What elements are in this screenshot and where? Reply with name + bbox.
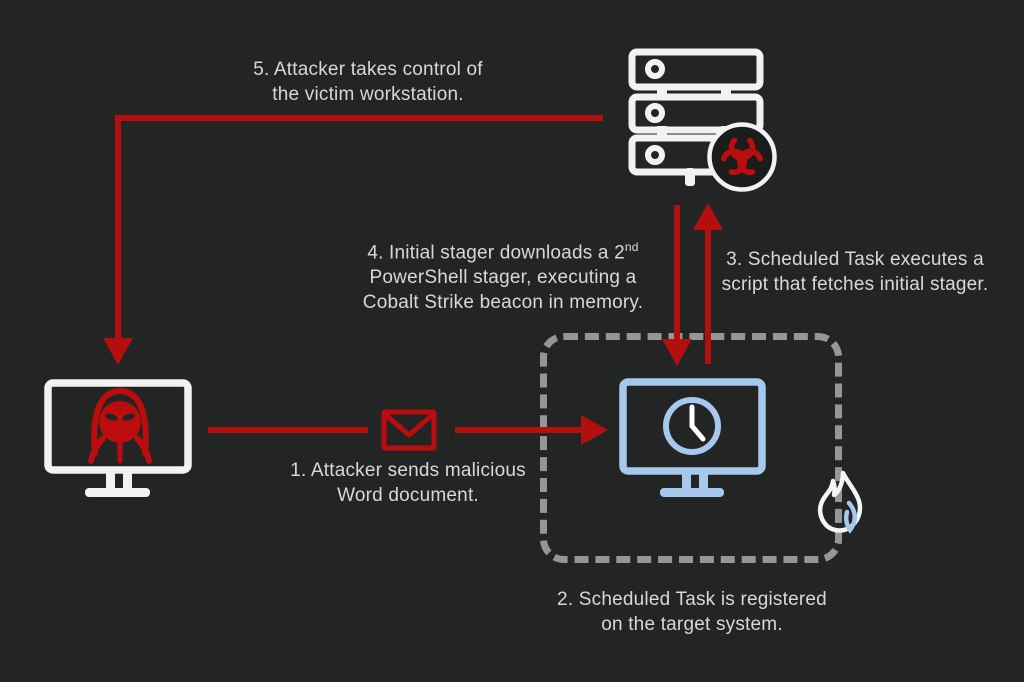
flame-icon (817, 470, 863, 534)
flame-inner-blue (843, 500, 857, 534)
step1-caption: 1. Attacker sends malicious Word documen… (258, 458, 558, 508)
clock-icon (663, 397, 721, 455)
step1-line1: 1. Attacker sends malicious (290, 460, 526, 481)
victim-workstation-icon (619, 378, 766, 497)
step3-line2: script that fetches initial stager. (721, 274, 989, 295)
step3-arrowhead-up-icon (693, 203, 723, 230)
step5-arrow-vertical-line (115, 115, 121, 341)
step4-line1: 4. Initial stager downloads a 2nd (367, 240, 639, 264)
step3-caption: 3. Scheduled Task executes a script that… (705, 247, 1005, 297)
step4-arrow-line (674, 205, 680, 341)
step5-caption: 5. Attacker takes control of the victim … (218, 57, 518, 107)
step5-line2: the victim workstation. (272, 84, 464, 105)
step1-arrow-line-left (208, 427, 368, 433)
server-icon (628, 48, 777, 192)
step4-caption: 4. Initial stager downloads a 2nd PowerS… (353, 235, 653, 315)
target-boundary-box (540, 333, 842, 563)
step5-line1: 5. Attacker takes control of (253, 59, 483, 80)
step2-caption: 2. Scheduled Task is registered on the t… (542, 587, 842, 637)
step1-arrow-line-right (455, 427, 582, 433)
step3-line1: 3. Scheduled Task executes a (726, 249, 984, 270)
step1-line2: Word document. (337, 485, 479, 506)
step4-arrowhead-down-icon (662, 339, 692, 366)
step5-arrow-horizontal-line (115, 115, 603, 121)
hacker-icon (88, 387, 152, 464)
step4-line2: PowerShell stager, executing a (369, 267, 637, 289)
step2-line2: on the target system. (601, 614, 783, 635)
step4-line3: Cobalt Strike beacon in memory. (362, 292, 644, 314)
attacker-workstation-icon (44, 379, 192, 497)
step4-superscript: nd (624, 240, 639, 254)
step1-arrowhead-right-icon (581, 415, 608, 445)
envelope-icon (381, 409, 437, 451)
step3-arrow-line (705, 228, 711, 364)
biohazard-icon (707, 122, 777, 192)
step5-arrowhead-down-icon (103, 338, 133, 365)
step2-line1: 2. Scheduled Task is registered (557, 589, 827, 610)
